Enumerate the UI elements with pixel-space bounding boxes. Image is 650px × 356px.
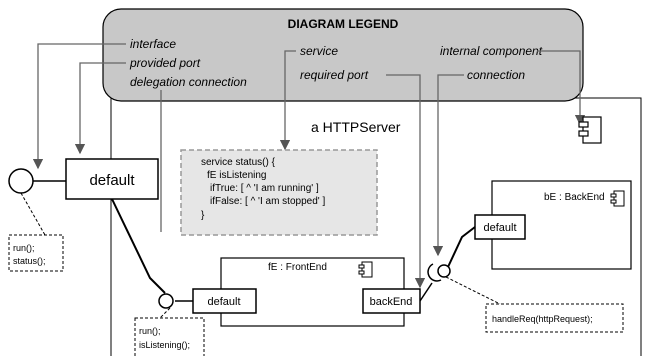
backend-component-icon bbox=[610, 190, 625, 207]
outer-interface-icon bbox=[8, 168, 34, 194]
outer-note-line-2: status(); bbox=[13, 256, 46, 266]
legend-service: service bbox=[300, 44, 338, 58]
legend-required-port: required port bbox=[300, 68, 369, 82]
frontend-interface-note bbox=[134, 317, 205, 356]
backend-note-line-1: handleReq(httpRequest); bbox=[492, 314, 593, 324]
server-label: a HTTPServer bbox=[311, 119, 401, 135]
legend-delegation-connection: delegation connection bbox=[130, 75, 247, 89]
legend-interface: interface bbox=[130, 37, 176, 51]
frontend-component-icon bbox=[358, 261, 373, 278]
outer-note-line-1: run(); bbox=[13, 243, 35, 253]
frontend-port-label: default bbox=[207, 296, 240, 308]
frontend-label: fE : FrontEnd bbox=[268, 262, 327, 273]
legend-box bbox=[102, 8, 584, 102]
legend-title: DIAGRAM LEGEND bbox=[288, 17, 399, 31]
service-line-3: ifTrue: [ ^ 'I am running' ] bbox=[210, 183, 319, 194]
frontend-required-port-label: backEnd bbox=[370, 296, 413, 308]
backend-label: bE : BackEnd bbox=[544, 192, 605, 203]
legend-pointer-lines bbox=[32, 43, 586, 289]
service-line-1: service status() { bbox=[201, 157, 276, 168]
frontend-interface-icon bbox=[158, 293, 174, 309]
legend-provided-port: provided port bbox=[129, 56, 201, 70]
service-line-4: ifFalse: [ ^ 'I am stopped' ] bbox=[210, 196, 325, 207]
backend-interface-note bbox=[485, 303, 624, 333]
legend-internal-component: internal component bbox=[440, 44, 543, 58]
backend-port-label: default bbox=[483, 222, 516, 234]
frontend-required-port bbox=[362, 288, 421, 314]
outer-port-label: default bbox=[89, 172, 135, 189]
service-line-5: } bbox=[201, 210, 205, 221]
outer-port bbox=[65, 158, 159, 200]
internal-connection bbox=[447, 226, 476, 268]
delegation-connection bbox=[111, 198, 166, 294]
service-line-2: fE isListening bbox=[207, 170, 266, 181]
component-icon bbox=[578, 116, 602, 144]
legend-connection: connection bbox=[467, 68, 525, 82]
outer-interface-note bbox=[8, 234, 64, 272]
required-socket bbox=[427, 263, 442, 282]
backend-interface-icon bbox=[437, 264, 451, 278]
frontend-note-line-1: run(); bbox=[139, 326, 161, 336]
frontend-note-line-2: isListening(); bbox=[139, 340, 190, 350]
service-code-box bbox=[180, 149, 378, 236]
